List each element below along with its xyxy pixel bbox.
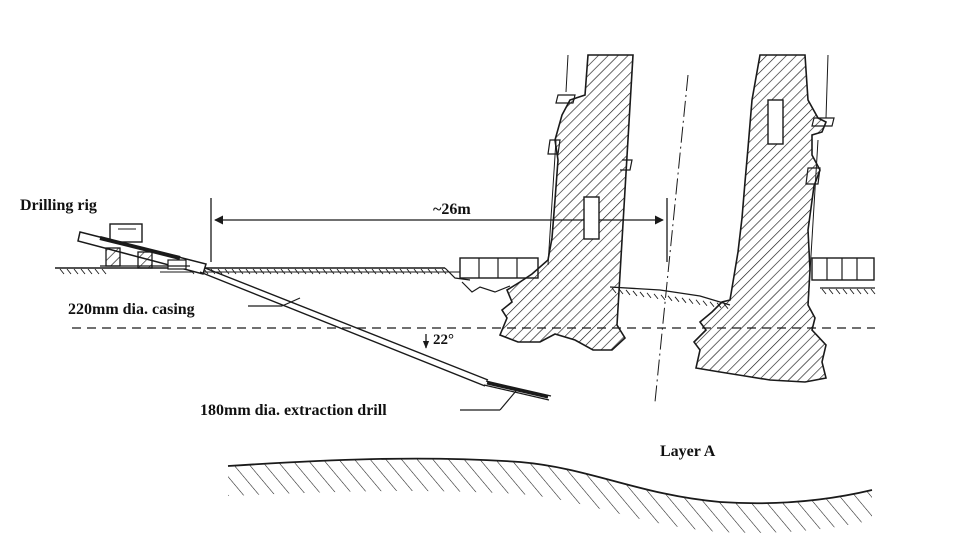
leader-lines xyxy=(248,297,517,411)
soil-layer-boundary xyxy=(227,457,873,533)
foundation-blocks xyxy=(459,257,875,293)
casing-and-drill xyxy=(199,267,552,401)
layer-label: Layer A xyxy=(660,443,716,460)
angle-label: 22° xyxy=(433,332,454,348)
drilling-rig-label: Drilling rig xyxy=(20,197,97,214)
tower-wall-right xyxy=(692,54,835,383)
drilling-rig xyxy=(77,223,207,275)
tower-wall-left xyxy=(498,54,634,351)
casing-label: 220mm dia. casing xyxy=(68,301,195,318)
tower-axis-line xyxy=(654,74,689,403)
distance-label: ~26m xyxy=(433,201,471,218)
extraction-drill-label: 180mm dia. extraction drill xyxy=(200,402,387,419)
